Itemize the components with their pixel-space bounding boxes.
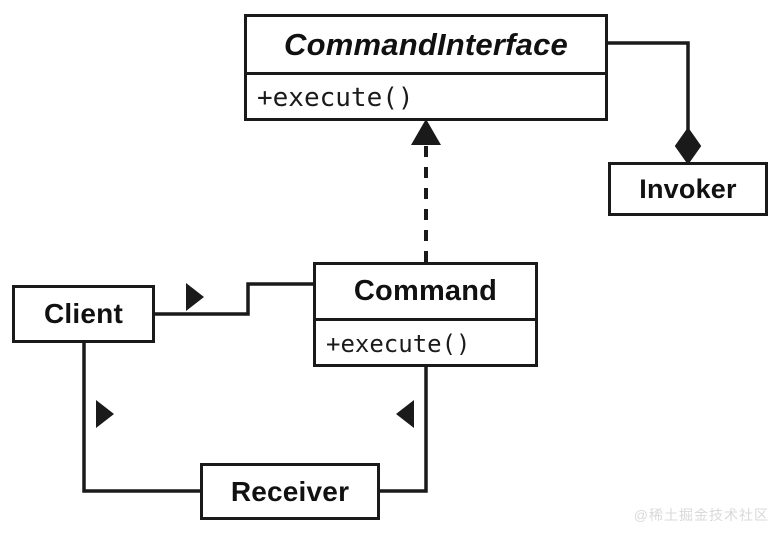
class-name-commandinterface: CommandInterface [284, 26, 568, 62]
class-divider [316, 318, 535, 321]
filled-triangle-head [411, 119, 441, 145]
class-box-invoker[interactable]: Invoker [608, 162, 768, 216]
edge-invoker-aggregates-commandinterface [606, 41, 702, 165]
edge-client-creates-command [153, 282, 315, 316]
class-member-command-execute: +execute() [326, 330, 471, 358]
filled-triangle-head [186, 283, 204, 311]
filled-diamond-head [674, 127, 702, 165]
class-name-receiver: Receiver [230, 475, 350, 507]
class-name-invoker: Invoker [639, 173, 737, 204]
edge-client-uses-receiver [82, 341, 202, 493]
edge-command-uses-receiver [378, 365, 428, 493]
class-divider [247, 72, 605, 75]
class-box-client[interactable]: Client [12, 285, 155, 343]
class-box-command[interactable]: Command +execute() [313, 262, 538, 367]
class-name-client: Client [44, 298, 123, 329]
filled-triangle-head [96, 400, 114, 428]
class-member-commandinterface-execute: +execute() [257, 83, 414, 113]
filled-triangle-head [396, 400, 414, 428]
watermark-text: @稀土掘金技术社区 [633, 507, 769, 523]
class-box-commandinterface[interactable]: CommandInterface +execute() [244, 14, 608, 121]
class-box-receiver[interactable]: Receiver [200, 463, 380, 520]
edge-command-realizes-commandinterface [411, 119, 441, 262]
class-name-command: Command [353, 275, 498, 307]
